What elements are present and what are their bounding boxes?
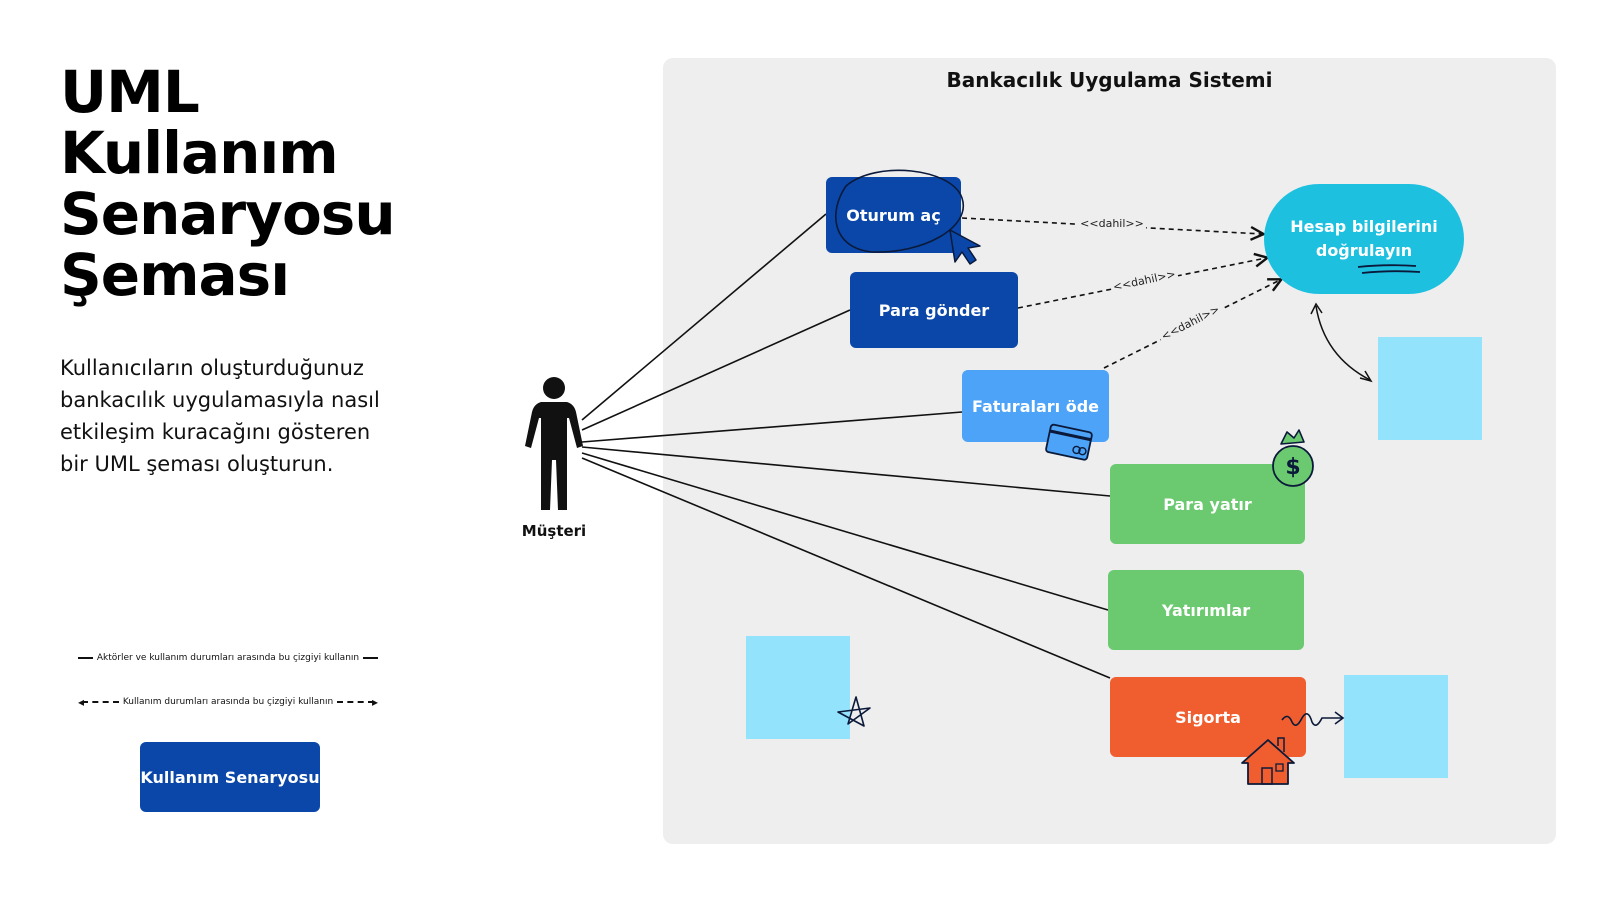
association-line: [581, 457, 1111, 679]
legend-solid-line: Aktörler ve kullanım durumları arasında …: [78, 648, 378, 668]
use-case-pay-bills[interactable]: Faturaları öde: [962, 370, 1109, 442]
actor-figure-icon: [525, 377, 583, 510]
include-label-bg: [1109, 266, 1179, 295]
title-line: Senaryosu: [60, 180, 396, 248]
squiggle-arrow-icon: [1281, 711, 1345, 726]
association-line: [581, 452, 1109, 611]
solid-line-sample: [363, 657, 378, 659]
use-case-login[interactable]: Oturum aç: [826, 177, 961, 253]
description: Kullanıcıların oluşturduğunuz bankacılık…: [60, 356, 380, 476]
sticky-note: [1378, 337, 1482, 440]
dashed-line-sample: [337, 701, 374, 703]
legend-dashed-label: Kullanım durumları arasında bu çizgiyi k…: [122, 697, 334, 707]
title-line: Kullanım: [60, 119, 339, 187]
credit-card-icon: [1045, 423, 1093, 461]
association-line: [581, 309, 851, 431]
include-label-bg: [1156, 300, 1224, 345]
include-label: <<dahil>>: [1080, 217, 1144, 230]
star-doodle-icon: [837, 696, 871, 727]
money-bag-icon: $: [1272, 429, 1314, 487]
house-icon: [1241, 737, 1295, 785]
include-arrow: [1103, 280, 1280, 369]
use-case-deposit[interactable]: Para yatır: [1110, 464, 1305, 544]
use-case-investments[interactable]: Yatırımlar: [1108, 570, 1304, 650]
include-label-bg: [1078, 215, 1146, 229]
association-line: [581, 213, 827, 421]
arrow-left-icon: ◂: [78, 695, 85, 709]
sticky-note: [1344, 675, 1448, 778]
title-line: UML: [60, 58, 200, 126]
title-line: Şeması: [60, 241, 290, 309]
association-line: [581, 411, 963, 443]
use-case-verify-account[interactable]: Hesap bilgilerini doğrulayın: [1264, 184, 1464, 294]
curved-double-arrow-icon: [1310, 302, 1373, 383]
cursor-arrow-icon: [949, 229, 981, 265]
verify-line-1: Hesap bilgilerini: [1290, 217, 1438, 236]
circle-doodle-icon: [834, 169, 965, 253]
dashed-line-sample: [82, 701, 119, 703]
svg-text:$: $: [1285, 455, 1300, 480]
sticky-note: [746, 636, 850, 739]
use-case-send-money[interactable]: Para gönder: [850, 272, 1018, 348]
actor-label: Müşteri: [521, 522, 587, 540]
solid-line-sample: [78, 657, 93, 659]
verify-line-2: doğrulayın: [1315, 241, 1413, 260]
underline-doodle-icon: [1357, 264, 1421, 274]
legend-use-case-box: Kullanım Senaryosu: [140, 742, 320, 812]
page-title: UML Kullanım Senaryosu Şeması: [60, 58, 396, 309]
association-line: [581, 446, 1111, 497]
legend-solid-label: Aktörler ve kullanım durumları arasında …: [96, 653, 360, 663]
arrow-right-icon: ▸: [371, 695, 378, 709]
legend-dashed-line: ◂ Kullanım durumları arasında bu çizgiyi…: [78, 692, 378, 712]
system-title: Bankacılık Uygulama Sistemi: [946, 68, 1273, 92]
